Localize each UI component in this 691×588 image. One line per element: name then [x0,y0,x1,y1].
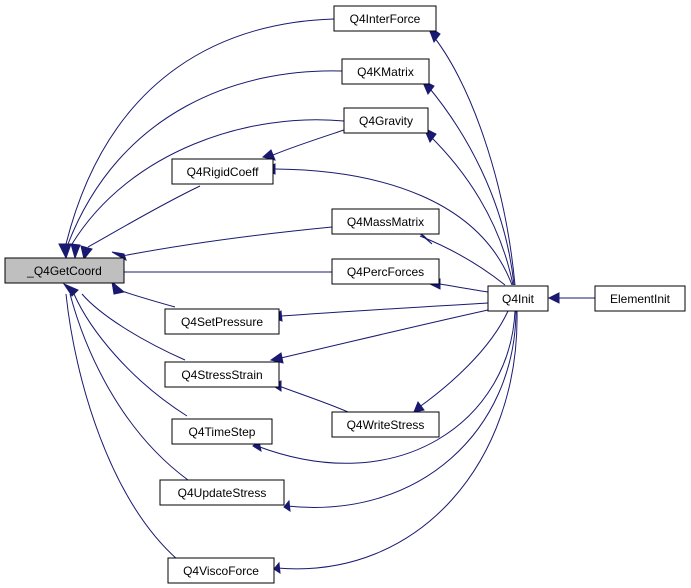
arrowhead-getcoord-2 [70,243,81,260]
node-interforce-label: Q4InterForce [350,12,421,26]
node-gravity-label: Q4Gravity [359,114,413,128]
arrowhead-getcoord-bottom-2 [62,282,79,297]
node-elementinit[interactable]: ElementInit [594,285,686,312]
arrowhead-init [547,292,560,304]
edge-init-massmatrix [419,235,506,286]
node-gravity[interactable]: Q4Gravity [343,107,429,134]
edge-init-writestress [417,310,509,409]
edge-massmatrix-getcoord [121,226,333,257]
node-getcoord[interactable]: _Q4GetCoord [4,257,125,284]
edge-init-updatestress [286,310,517,508]
node-init-label: Q4Init [502,292,535,306]
node-rigidcoeff[interactable]: Q4RigidCoeff [171,158,274,185]
node-percforces-label: Q4PercForces [347,265,424,279]
edge-gravity-rigidcoeff [272,129,345,156]
node-viscoforce[interactable]: Q4ViscoForce [167,557,275,584]
edge-init-stressstrain [280,309,489,359]
edges-misc [272,129,349,413]
arrowhead-viscoforce [273,561,281,575]
edges-to-getcoord [65,18,345,561]
node-writestress[interactable]: Q4WriteStress [331,411,440,438]
edge-init-setpressure [280,302,489,317]
node-updatestress[interactable]: Q4UpdateStress [159,479,285,506]
arrowhead-writestress [413,400,425,413]
edge-updatestress-getcoord [69,293,189,481]
edge-init-viscoforce [276,310,518,570]
edge-timestep-getcoord [73,293,188,417]
arrowhead-updatestress [283,499,291,513]
node-rigidcoeff-label: Q4RigidCoeff [187,165,259,179]
edge-init-kmatrix [425,83,515,286]
node-percforces[interactable]: Q4PercForces [331,258,440,285]
edge-setpressure-getcoord [115,288,176,308]
node-interforce[interactable]: Q4InterForce [333,5,437,32]
node-updatestress-label: Q4UpdateStress [178,486,267,500]
node-timestep[interactable]: Q4TimeStep [171,418,273,445]
node-viscoforce-label: Q4ViscoForce [183,564,259,578]
node-stressstrain[interactable]: Q4StressStrain [164,361,280,388]
edges-from-init [256,31,595,570]
node-massmatrix-label: Q4MassMatrix [347,215,424,229]
arrowhead-getcoord-3 [80,245,93,261]
edge-viscoforce-getcoord [65,293,179,561]
edge-init-rigidcoeff [274,168,513,286]
edge-init-interforce [429,31,516,286]
edge-init-timestep [256,310,516,464]
edge-interforce-getcoord [65,18,335,245]
arrowhead-getcoord-1 [58,243,72,260]
edge-rigidcoeff-getcoord [87,185,201,248]
edge-gravity-getcoord [71,119,345,245]
node-setpressure-label: Q4SetPressure [181,315,263,329]
node-kmatrix-label: Q4KMatrix [357,65,414,79]
edge-init-percforces [439,283,489,293]
node-stressstrain-label: Q4StressStrain [181,368,262,382]
edge-kmatrix-getcoord [67,70,343,245]
node-kmatrix[interactable]: Q4KMatrix [341,58,430,85]
node-massmatrix[interactable]: Q4MassMatrix [331,208,440,235]
node-elementinit-label: ElementInit [610,292,671,306]
node-getcoord-label: _Q4GetCoord [26,264,102,278]
edge-init-gravity [427,133,514,286]
node-writestress-label: Q4WriteStress [347,418,425,432]
node-timestep-label: Q4TimeStep [189,425,256,439]
node-init[interactable]: Q4Init [487,285,549,312]
edge-writestress-stressstrain [278,385,349,413]
arrowheads [58,24,560,575]
edge-stressstrain-getcoord [81,293,186,361]
arrowhead-getcoord-bottom-1 [111,280,126,295]
node-setpressure[interactable]: Q4SetPressure [164,308,280,335]
